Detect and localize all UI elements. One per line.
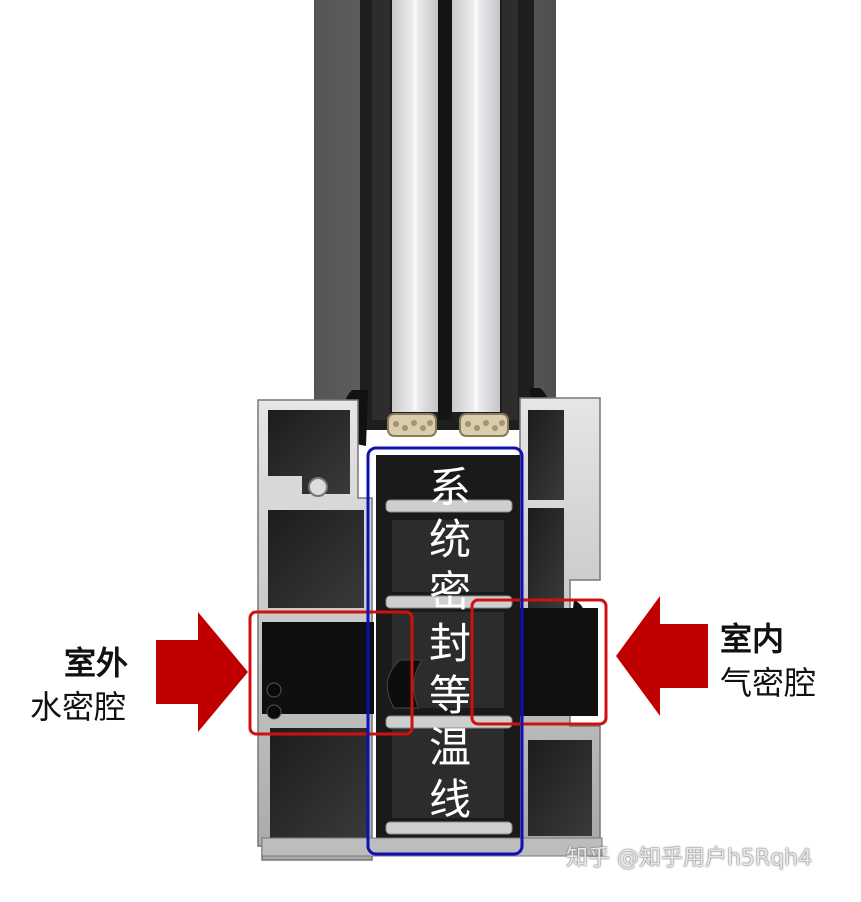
outside-subtitle: 水密腔 <box>30 688 127 726</box>
isotherm-char: 等 <box>428 671 471 720</box>
water-chamber-callout <box>248 610 414 736</box>
cavity-water-chamber <box>262 622 374 714</box>
isotherm-char: 封 <box>428 619 471 668</box>
isotherm-char: 密 <box>428 567 471 616</box>
arrow-left-icon <box>616 596 708 716</box>
cavity-right-mid <box>528 508 564 608</box>
outside-title: 室外 <box>64 644 129 682</box>
isotherm-char: 温 <box>428 723 471 772</box>
isotherm-char: 统 <box>428 515 471 564</box>
cavity-upper-left <box>268 510 364 608</box>
isotherm-char: 系 <box>428 463 471 512</box>
inside-subtitle: 气密腔 <box>720 664 817 702</box>
frame-hook-left <box>262 476 302 494</box>
cavity-right-top <box>528 410 564 500</box>
arrow-right-icon <box>156 612 248 732</box>
air-chamber-callout <box>470 598 608 726</box>
cavity-air-chamber <box>518 608 598 716</box>
isotherm-label: 系 统 密 封 等 温 线 <box>422 462 478 826</box>
glass-divider <box>438 0 452 420</box>
glass-pane-inner <box>502 0 518 420</box>
frame-hook-right <box>570 600 585 632</box>
watermark: 知乎 @知乎用户h5Rqh4 <box>566 846 813 871</box>
seal-strips-left <box>266 682 282 720</box>
cavity-right-bottom <box>528 740 592 836</box>
isotherm-callout <box>366 446 524 856</box>
glass-pane-outer <box>372 0 390 420</box>
desiccant-beads <box>393 420 505 431</box>
isotherm-char: 线 <box>428 775 471 824</box>
frame-screw-port <box>308 477 328 497</box>
bottom-rail <box>261 837 603 857</box>
cavity-lower-left <box>270 728 368 840</box>
inside-title: 室内 <box>720 620 785 658</box>
